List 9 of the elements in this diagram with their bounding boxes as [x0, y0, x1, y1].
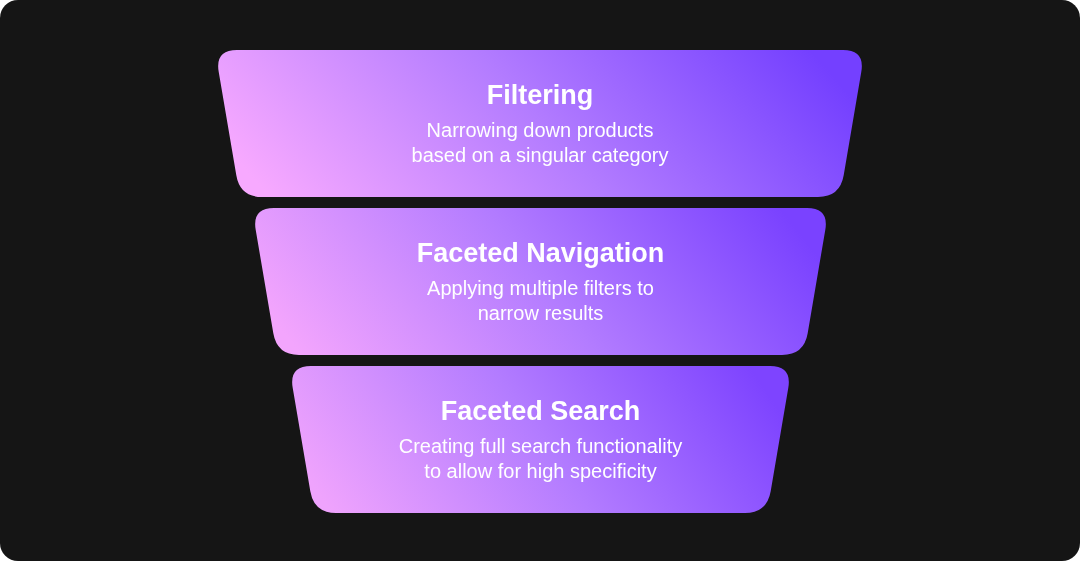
funnel-stage	[289, 366, 792, 513]
stage-title: Faceted Navigation	[416, 237, 665, 269]
stage-description: Applying multiple filters to narrow results	[426, 276, 655, 326]
stage-title: Faceted Search	[440, 395, 641, 427]
funnel-stage	[252, 208, 829, 355]
stage-title: Filtering	[486, 79, 594, 111]
funnel-stage	[215, 50, 865, 197]
stage-description: Creating full search functionality to allow for high specificity	[397, 434, 684, 484]
stage-description: Narrowing down products based on a singular category	[410, 118, 670, 168]
